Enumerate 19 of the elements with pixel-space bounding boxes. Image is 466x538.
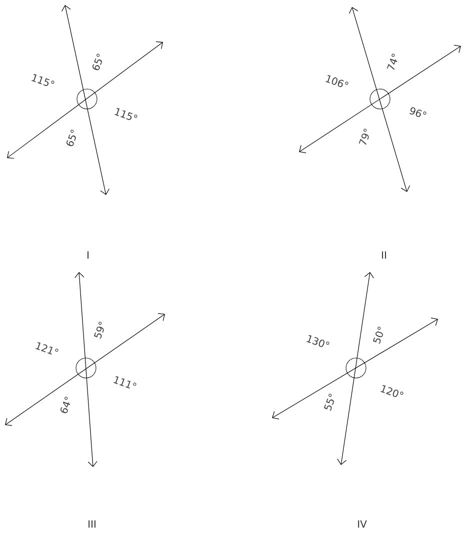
angle-label: 106° (326, 75, 348, 88)
angle-label: 74° (386, 54, 398, 70)
angle-label: 115° (114, 108, 138, 120)
angle-label: 120° (380, 385, 404, 398)
angle-label: 96° (410, 107, 426, 117)
figure-label: II (382, 251, 386, 259)
angle-label: 115° (32, 74, 54, 86)
figure-label: III (88, 520, 96, 528)
angle-label: 59° (94, 322, 104, 339)
angle-label: 130° (306, 335, 330, 348)
angle-label: 65° (66, 130, 76, 146)
angle-label: 50° (372, 326, 383, 344)
angle-label: 64° (60, 396, 70, 414)
angle-label: 111° (114, 376, 136, 389)
angle-label: 55° (324, 394, 334, 411)
angle-label: 65° (92, 54, 102, 70)
figure-label: IV (358, 520, 367, 528)
angle-label: 121° (36, 342, 58, 355)
angle-label: 79° (358, 128, 369, 145)
